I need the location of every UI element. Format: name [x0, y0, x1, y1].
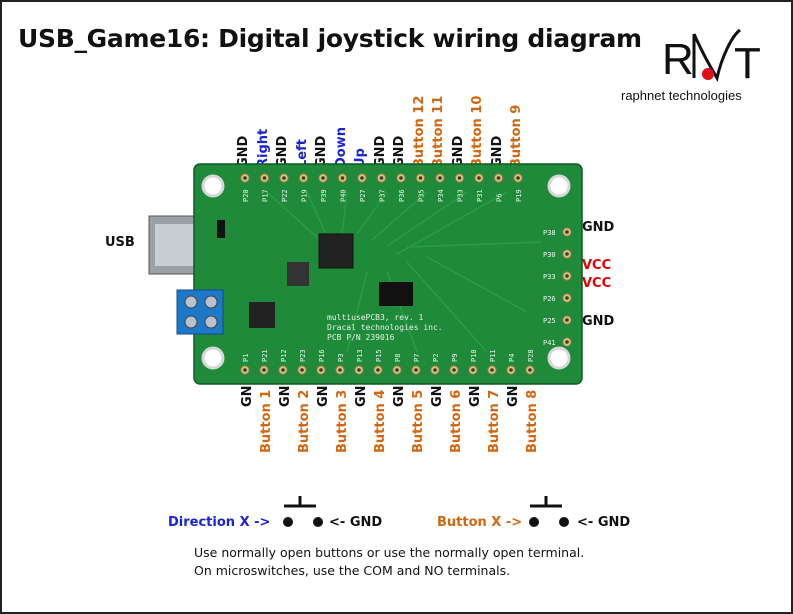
terminal-block: [176, 289, 224, 335]
pcb-pin-label: P1: [242, 354, 250, 362]
pcb-pin-label: P19: [301, 189, 309, 202]
page-title: USB_Game16: Digital joystick wiring diag…: [18, 24, 642, 53]
mount-hole: [547, 174, 571, 198]
top-pin-label: Button 12: [411, 95, 427, 168]
pcb-pin-label: P16: [318, 349, 326, 362]
pcb-pin-label: P3: [337, 354, 345, 362]
bottom-pin-label: Button 6: [449, 389, 464, 453]
legend-direction-gnd: <- GND: [329, 515, 383, 530]
pcb-pin-label: P40: [340, 189, 348, 202]
pcb-pin-label: P11: [489, 349, 497, 362]
button-switch-icon: [529, 496, 569, 527]
regulator-chip: [249, 302, 275, 328]
pcb-pin-label: P22: [281, 189, 289, 202]
pcb-pin-label: P33: [543, 273, 556, 281]
bottom-pin-label: Button 3: [335, 389, 350, 453]
pcb-pin-label: P27: [359, 189, 367, 202]
pcb-silk-line-3: PCB P/N 239016: [327, 333, 395, 342]
pcb-pin-label: P33: [457, 189, 465, 202]
pcb-pin-label: P36: [398, 189, 406, 202]
legend-button-label: Button X ->: [437, 515, 523, 530]
logo-subtitle: raphnet technologies: [621, 88, 742, 103]
pcb-pin-label: P6: [496, 194, 504, 202]
logo-red-dot-icon: [702, 68, 714, 80]
rnt-logo: R T: [662, 28, 761, 88]
legend-direction-label: Direction X ->: [168, 515, 271, 530]
pcb-pin-label: P38: [543, 229, 556, 237]
pcb-pin-label: P17: [262, 189, 270, 202]
pcb-pin-label: P2: [432, 354, 440, 362]
pcb-pin-label: P30: [543, 251, 556, 259]
pcb-pin-label: P13: [356, 349, 364, 362]
bottom-pin-label: Button 4: [373, 389, 388, 453]
pcb-pin-label: P12: [280, 349, 288, 362]
logo-letter-r: R: [662, 35, 694, 84]
top-pin-label: Button 10: [470, 95, 485, 168]
header-2x3: [379, 282, 413, 306]
pcb-pin-label: P9: [451, 354, 459, 362]
pcb-pin-label: P31: [476, 189, 484, 202]
note-line-1: Use normally open buttons or use the nor…: [194, 545, 585, 560]
pcb-pin-label: P37: [379, 189, 387, 202]
bottom-pin-label: Button 5: [411, 389, 426, 453]
legend-button-gnd: <- GND: [577, 515, 631, 530]
direction-switch-icon: [283, 496, 323, 527]
pcb-pin-label: P34: [437, 189, 445, 202]
right-pin-label: GND: [582, 314, 615, 329]
mcu-chip: [318, 233, 354, 269]
pcb-pin-label: P25: [543, 317, 556, 325]
mount-hole: [201, 174, 225, 198]
top-pin-label: Button 11: [431, 95, 446, 168]
pcb-silk-line-2: Dracal technologies inc.: [327, 323, 443, 332]
top-pin-label: Button 9: [509, 104, 524, 168]
note-line-2: On microswitches, use the COM and NO ter…: [194, 563, 511, 578]
bottom-pin-label: Button 7: [487, 389, 502, 453]
bottom-pin-label: Button 8: [525, 389, 540, 453]
pcb-pin-label: P21: [261, 349, 269, 362]
right-pin-label: GND: [582, 220, 615, 235]
usb-label: USB: [105, 235, 135, 250]
mount-hole: [201, 346, 225, 370]
pcb-pin-label: P18: [470, 349, 478, 362]
pcb-pin-label: P7: [413, 354, 421, 362]
pcb-pin-label: P8: [394, 354, 402, 362]
pcb-pin-label: P41: [543, 339, 556, 347]
bottom-pin-label: Button 2: [297, 389, 312, 453]
pcb-pin-label: P15: [375, 349, 383, 362]
mount-hole: [547, 346, 571, 370]
right-pin-label: VCC: [582, 258, 612, 273]
pcb-pin-label: P19: [515, 189, 523, 202]
pcb-pin-label: P39: [320, 189, 328, 202]
pcb-pin-label: P35: [418, 189, 426, 202]
logo-letter-t: T: [734, 39, 761, 88]
pcb-silk-line-1: multiusePCB3, rev. 1: [327, 313, 424, 322]
pcb-pin-label: P4: [508, 354, 516, 362]
pcb-pin-label: P26: [543, 295, 556, 303]
pcb-pin-label: P20: [242, 189, 250, 202]
bottom-pin-label: Button 1: [259, 389, 274, 453]
pcb-pin-label: P23: [299, 349, 307, 362]
right-pin-label: VCC: [582, 276, 612, 291]
crystal: [287, 262, 309, 286]
pcb-pin-label: P28: [527, 349, 535, 362]
